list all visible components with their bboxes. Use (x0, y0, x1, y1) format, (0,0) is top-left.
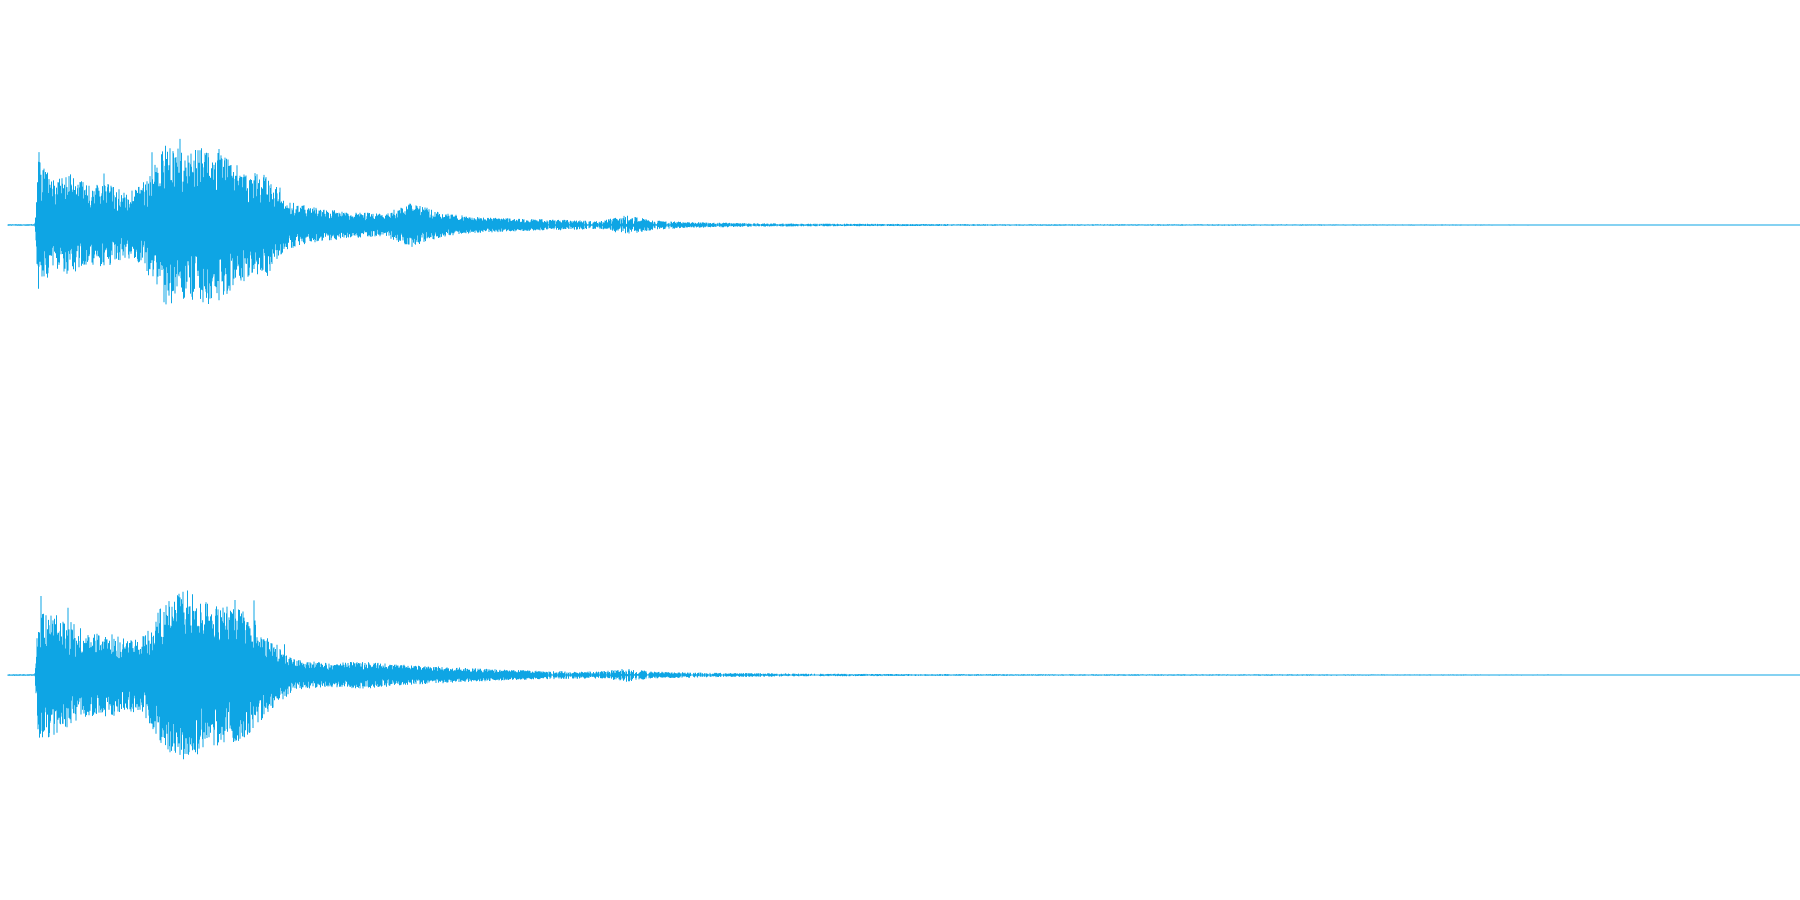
left-channel-waveform (7, 138, 1800, 305)
right-channel-waveform (7, 590, 1800, 760)
right-channel-signal (7, 590, 1800, 760)
left-channel-signal (7, 138, 1800, 305)
